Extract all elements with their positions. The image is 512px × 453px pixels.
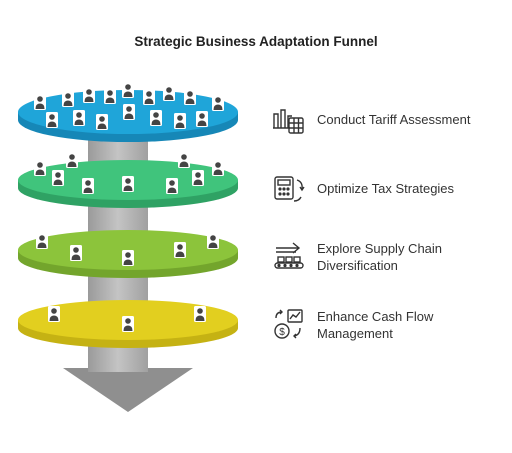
stage-label-4: Enhance Cash Flow Management xyxy=(317,309,434,341)
stage-label-2: Optimize Tax Strategies xyxy=(317,181,455,196)
stage-label-1: Conduct Tariff Assessment xyxy=(317,112,471,127)
cash-flow-icon: $ xyxy=(274,309,303,339)
factory-calculator-icon xyxy=(273,109,304,134)
diagram-title: Strategic Business Adaptation Funnel xyxy=(134,34,378,49)
conveyor-arrow-icon xyxy=(274,242,304,269)
calculator-cycle-icon xyxy=(274,176,305,202)
stage-label-3: Explore Supply Chain Diversification xyxy=(317,241,443,273)
down-arrow xyxy=(63,368,193,412)
svg-text:$: $ xyxy=(279,327,285,338)
